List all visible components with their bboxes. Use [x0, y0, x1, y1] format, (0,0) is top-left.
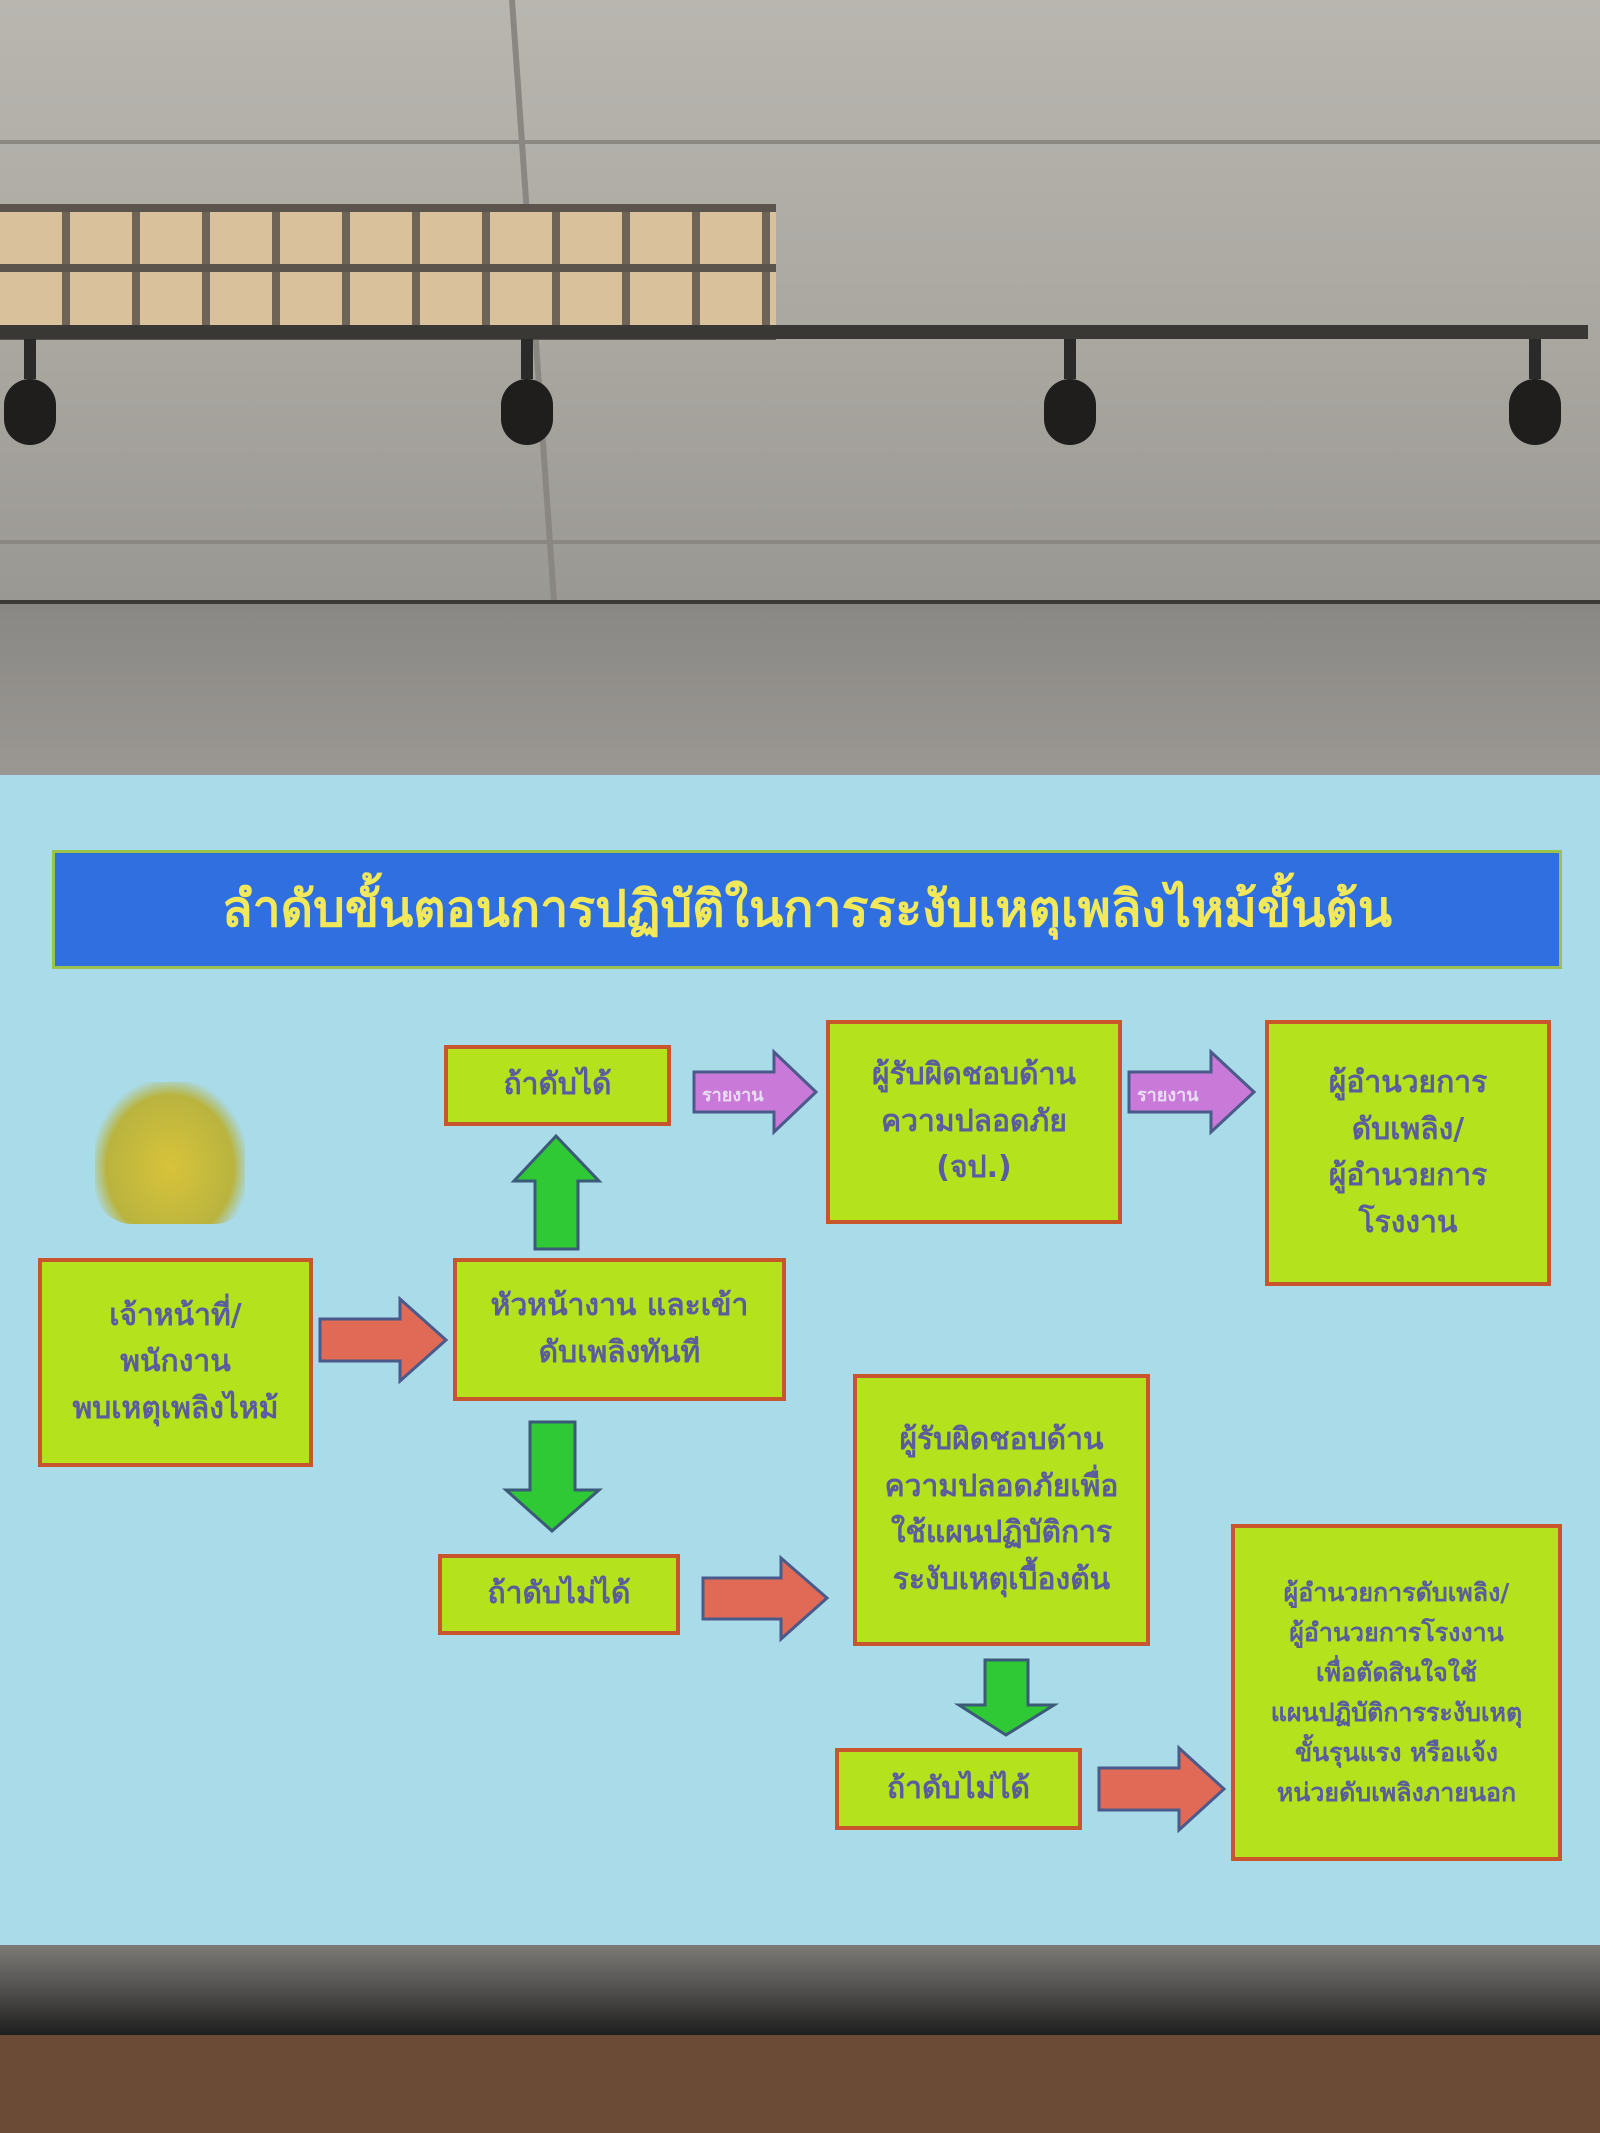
ceiling-seam [0, 140, 1600, 144]
ceiling-light-panel [0, 204, 776, 340]
slide-title-bar: ลำดับขั้นตอนการปฏิบัติในการระงับเหตุเพลิ… [52, 850, 1562, 969]
spotlight-icon [497, 339, 557, 459]
arrow-label-report: รายงาน [702, 1085, 764, 1106]
box-text: ผู้อำนวยการโรงงาน [1289, 1617, 1504, 1647]
green-arrow-down-icon [502, 1420, 604, 1533]
purple-arrow-right-icon [692, 1048, 819, 1136]
box-text: ผู้รับผิดชอบด้าน [899, 1422, 1104, 1457]
wall [0, 600, 1600, 779]
arrow-label-report: รายงาน [1137, 1085, 1199, 1106]
box-text: พนักงาน [120, 1344, 231, 1380]
box-safety-officer: ผู้รับผิดชอบด้าน ความปลอดภัย (จป.) [826, 1020, 1122, 1224]
box-text: โรงงาน [1358, 1204, 1458, 1240]
box-text: ผู้อำนวยการดับเพลิง/ [1283, 1577, 1510, 1607]
box-text: ความปลอดภัย [881, 1103, 1067, 1139]
wood-panel [0, 2035, 1600, 2133]
ceiling-seam [0, 540, 1600, 544]
box-staff-finds-fire: เจ้าหน้าที่/ พนักงาน พบเหตุเพลิงไหม้ [38, 1258, 313, 1467]
box-if-extinguished: ถ้าดับได้ [444, 1045, 671, 1126]
box-supervisor: หัวหน้างาน และเข้า ดับเพลิงทันที [453, 1258, 786, 1401]
red-arrow-right-icon [1097, 1744, 1227, 1834]
box-text: ผู้รับผิดชอบด้าน [871, 1057, 1077, 1093]
box-text: พบเหตุเพลิงไหม้ [72, 1390, 279, 1426]
box-text: หน่วยดับเพลิงภายนอก [1276, 1777, 1517, 1807]
box-text: ระงับเหตุเบื้องต้น [892, 1561, 1111, 1597]
box-safety-officer-plan: ผู้รับผิดชอบด้าน ความปลอดภัยเพื่อ ใช้แผน… [853, 1374, 1150, 1646]
green-arrow-down-icon [953, 1658, 1060, 1737]
slide-title: ลำดับขั้นตอนการปฏิบัติในการระงับเหตุเพลิ… [221, 880, 1393, 938]
red-arrow-right-icon [701, 1554, 830, 1643]
box-text: ดับเพลิง/ [1351, 1111, 1465, 1147]
box-text: ใช้แผนปฏิบัติการ [890, 1515, 1113, 1550]
box-text: ผู้อำนวยการ [1328, 1158, 1488, 1193]
box-directors: ผู้อำนวยการ ดับเพลิง/ ผู้อำนวยการ โรงงาน [1265, 1020, 1551, 1286]
box-text: แผนปฏิบัติการระงับเหตุ [1270, 1697, 1523, 1727]
box-text: ขั้นรุนแรง หรือแจ้ง [1294, 1737, 1499, 1767]
box-text: หัวหน้างาน และเข้า [490, 1288, 749, 1323]
fire-image-icon [95, 1082, 245, 1224]
box-text: ผู้อำนวยการ [1328, 1065, 1488, 1100]
box-text: ถ้าดับไม่ได้ [887, 1770, 1030, 1806]
box-text: เพื่อตัดสินใจใช้ [1316, 1657, 1477, 1687]
green-arrow-up-icon [510, 1133, 603, 1251]
box-text: ความปลอดภัยเพื่อ [884, 1468, 1119, 1504]
box-directors-decide: ผู้อำนวยการดับเพลิง/ ผู้อำนวยการโรงงาน เ… [1231, 1524, 1562, 1861]
box-text: ถ้าดับได้ [503, 1067, 612, 1103]
spotlight-icon [0, 339, 60, 459]
box-if-not-extinguished-2: ถ้าดับไม่ได้ [835, 1748, 1082, 1830]
light-track [0, 325, 1588, 339]
box-if-not-extinguished-1: ถ้าดับไม่ได้ [438, 1554, 680, 1635]
box-text: ถ้าดับไม่ได้ [487, 1576, 631, 1612]
box-text: ดับเพลิงทันที [538, 1334, 701, 1370]
spotlight-icon [1040, 339, 1100, 459]
screen-frame [0, 1945, 1600, 2035]
spotlight-icon [1505, 339, 1565, 459]
box-text: เจ้าหน้าที่/ [109, 1297, 242, 1333]
box-text: (จป.) [936, 1150, 1012, 1186]
purple-arrow-right-icon [1127, 1048, 1257, 1136]
red-arrow-right-icon [318, 1295, 449, 1385]
